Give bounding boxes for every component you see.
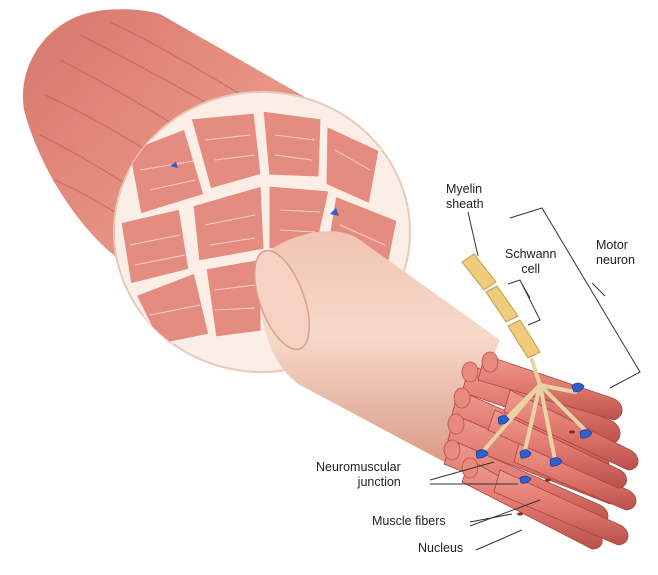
fiber-nucleus <box>517 512 523 515</box>
myelin-sheath-label: Myelin sheath <box>446 182 484 212</box>
nucleus-label: Nucleus <box>418 541 463 556</box>
motor-neuron-label: Motor neuron <box>596 238 635 268</box>
fiber-nucleus <box>545 478 551 481</box>
neuromuscular-junction-label: Neuromuscular junction <box>316 460 401 490</box>
fiber-nucleus <box>569 430 575 433</box>
schwann-cell-leader <box>522 284 530 298</box>
muscle-fibers-bundle <box>444 352 638 549</box>
nucleus-line <box>476 530 522 550</box>
myelin-sheath-line <box>468 212 478 256</box>
schwann-cell-label: Schwann cell <box>505 247 556 277</box>
muscle-fibers-label: Muscle fibers <box>372 514 446 529</box>
